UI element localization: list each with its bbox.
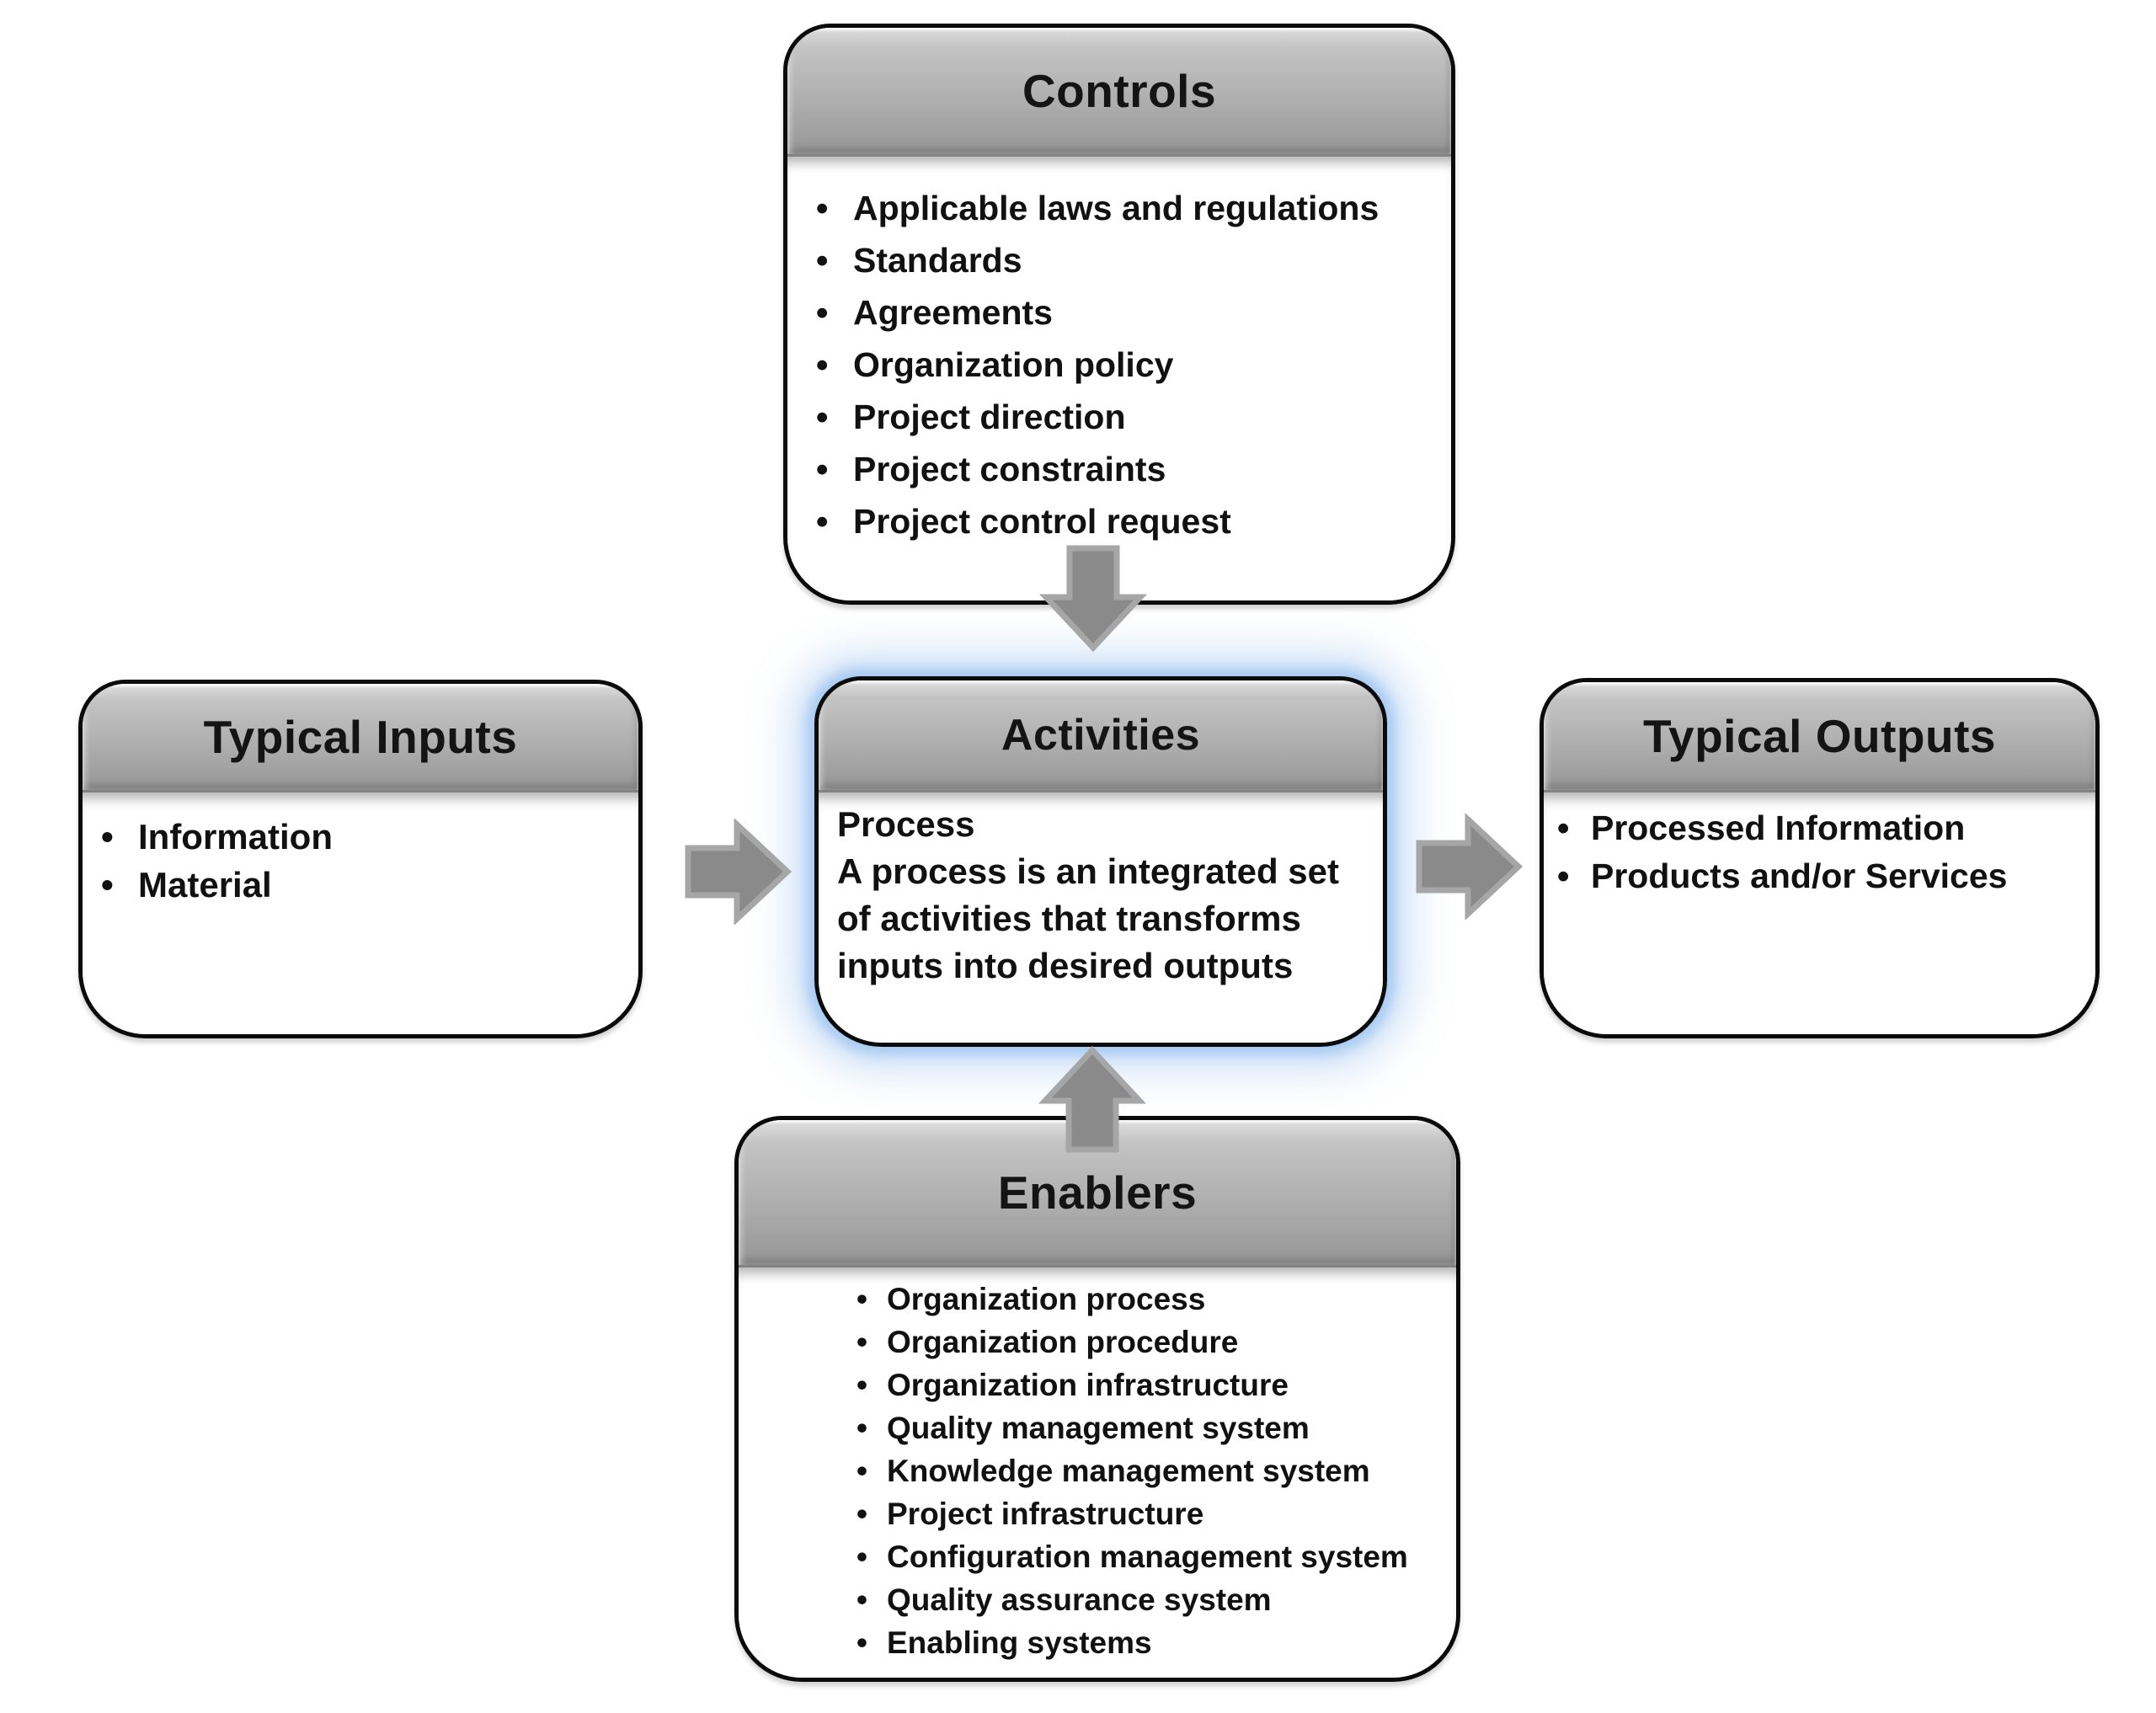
description-line: of activities that transforms (837, 899, 1301, 938)
controls-list-item: Agreements (809, 286, 1436, 339)
enablers-list-item: Enabling systems (850, 1621, 1448, 1664)
enablers-list-item: Configuration management system (850, 1535, 1448, 1578)
enablers-title: Enablers (997, 1166, 1198, 1219)
typical-inputs-list-item: Information (94, 813, 627, 861)
enablers-list-item: Project infrastructure (850, 1492, 1448, 1535)
controls-body: Applicable laws and regulationsStandards… (787, 157, 1451, 600)
controls-list-item: Project constraints (809, 443, 1436, 495)
enablers-list-item: Knowledge management system (850, 1449, 1448, 1492)
activities-box: Activities Process A process is an integ… (814, 676, 1387, 1047)
typical-outputs-list-item: Products and/or Services (1550, 852, 2089, 900)
typical-inputs-list-item: Material (94, 861, 627, 909)
typical-outputs-box: Typical Outputs Processed InformationPro… (1540, 678, 2100, 1038)
controls-list-item: Organization policy (809, 339, 1436, 391)
enablers-list-item: Quality management system (850, 1406, 1448, 1449)
controls-box: Controls Applicable laws and regulations… (783, 24, 1455, 605)
controls-list-item: Project direction (809, 391, 1436, 443)
activities-text: Process A process is an integrated set of… (819, 792, 1383, 990)
enablers-list-item: Organization process (850, 1278, 1448, 1321)
activities-description: A process is an integrated set of activit… (837, 848, 1369, 990)
typical-outputs-list: Processed InformationProducts and/or Ser… (1544, 792, 2095, 900)
activities-header: Activities (819, 680, 1383, 792)
typical-inputs-box: Typical Inputs InformationMaterial (78, 680, 643, 1038)
enablers-list-item: Organization infrastructure (850, 1363, 1448, 1406)
right-arrow-icon (1415, 814, 1524, 920)
typical-outputs-list-item: Processed Information (1550, 804, 2089, 852)
down-arrow-icon (1038, 544, 1148, 654)
typical-outputs-title: Typical Outputs (1642, 710, 1996, 762)
typical-inputs-header: Typical Inputs (83, 684, 638, 792)
right-arrow-icon (684, 819, 793, 925)
typical-inputs-body: InformationMaterial (83, 792, 638, 1034)
activities-subtitle: Process (837, 804, 975, 844)
controls-title: Controls (1022, 65, 1217, 117)
controls-list: Applicable laws and regulationsStandards… (787, 157, 1451, 547)
enablers-box: Enablers Organization processOrganizatio… (734, 1116, 1460, 1682)
controls-list-item: Project control request (809, 495, 1436, 547)
controls-header: Controls (787, 28, 1451, 157)
typical-inputs-list: InformationMaterial (83, 792, 638, 909)
controls-list-item: Applicable laws and regulations (809, 182, 1436, 234)
typical-outputs-header: Typical Outputs (1544, 682, 2095, 792)
typical-inputs-title: Typical Inputs (203, 711, 518, 763)
enablers-list-item: Quality assurance system (850, 1578, 1448, 1621)
description-line: A process is an integrated set (837, 851, 1339, 891)
enablers-list-item: Organization procedure (850, 1321, 1448, 1363)
enablers-list: Organization processOrganization procedu… (739, 1267, 1456, 1664)
activities-title: Activities (1001, 711, 1201, 760)
description-line: inputs into desired outputs (837, 946, 1294, 985)
activities-body: Process A process is an integrated set of… (819, 792, 1383, 1043)
controls-list-item: Standards (809, 234, 1436, 286)
enablers-body: Organization processOrganization procedu… (739, 1267, 1456, 1678)
typical-outputs-body: Processed InformationProducts and/or Ser… (1544, 792, 2095, 1034)
up-arrow-icon (1038, 1044, 1147, 1154)
